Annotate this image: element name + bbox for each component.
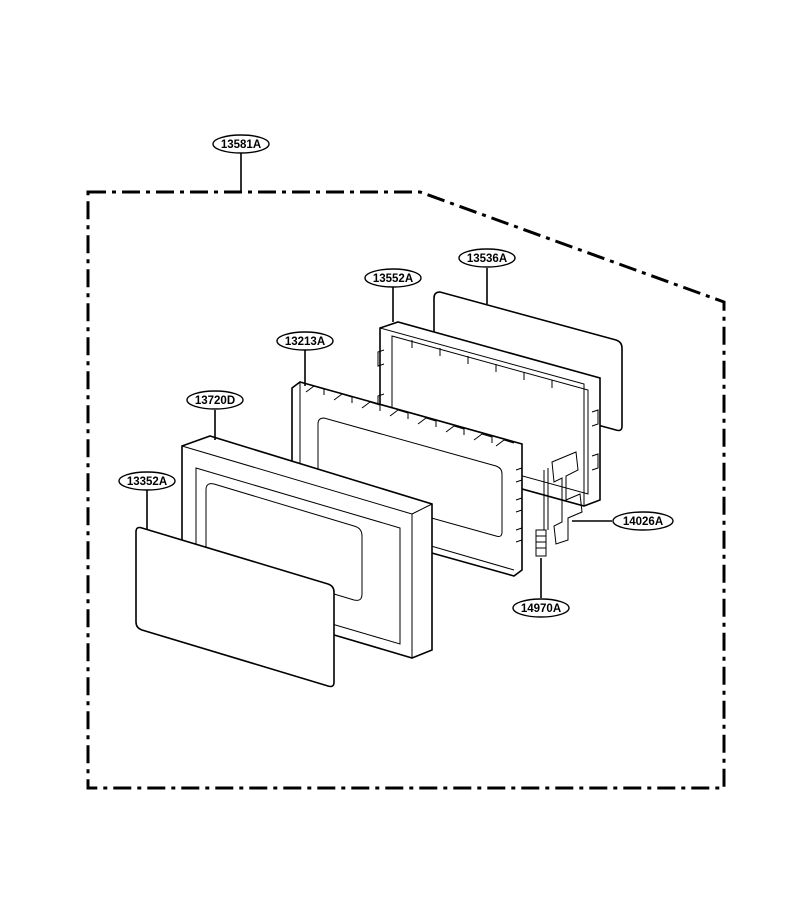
callout-gasket-frame: 13552A bbox=[364, 268, 422, 288]
callout-door-choke: 13720D bbox=[186, 390, 244, 410]
callout-assembly-text: 13581A bbox=[221, 139, 261, 151]
callout-door-frame-text: 13213A bbox=[285, 336, 325, 348]
callout-assembly: 13581A bbox=[212, 134, 270, 154]
callout-spring: 14970A bbox=[512, 598, 570, 618]
assembly-boundary bbox=[86, 190, 726, 790]
callout-screen-panel-text: 13536A bbox=[467, 253, 507, 265]
callout-latch-hook-text: 14026A bbox=[623, 516, 663, 528]
callout-screen-panel: 13536A bbox=[458, 248, 516, 268]
callout-front-glass: 13352A bbox=[118, 471, 176, 491]
front-glass-part bbox=[135, 526, 335, 688]
latch-hook-part bbox=[543, 451, 583, 545]
callout-gasket-frame-text: 13552A bbox=[373, 273, 413, 285]
callout-front-glass-text: 13352A bbox=[127, 476, 167, 488]
callout-door-frame: 13213A bbox=[276, 331, 334, 351]
callout-spring-text: 14970A bbox=[521, 603, 561, 615]
spring-part bbox=[535, 529, 547, 557]
callout-door-choke-text: 13720D bbox=[195, 395, 235, 407]
callout-latch-hook: 14026A bbox=[612, 511, 674, 531]
